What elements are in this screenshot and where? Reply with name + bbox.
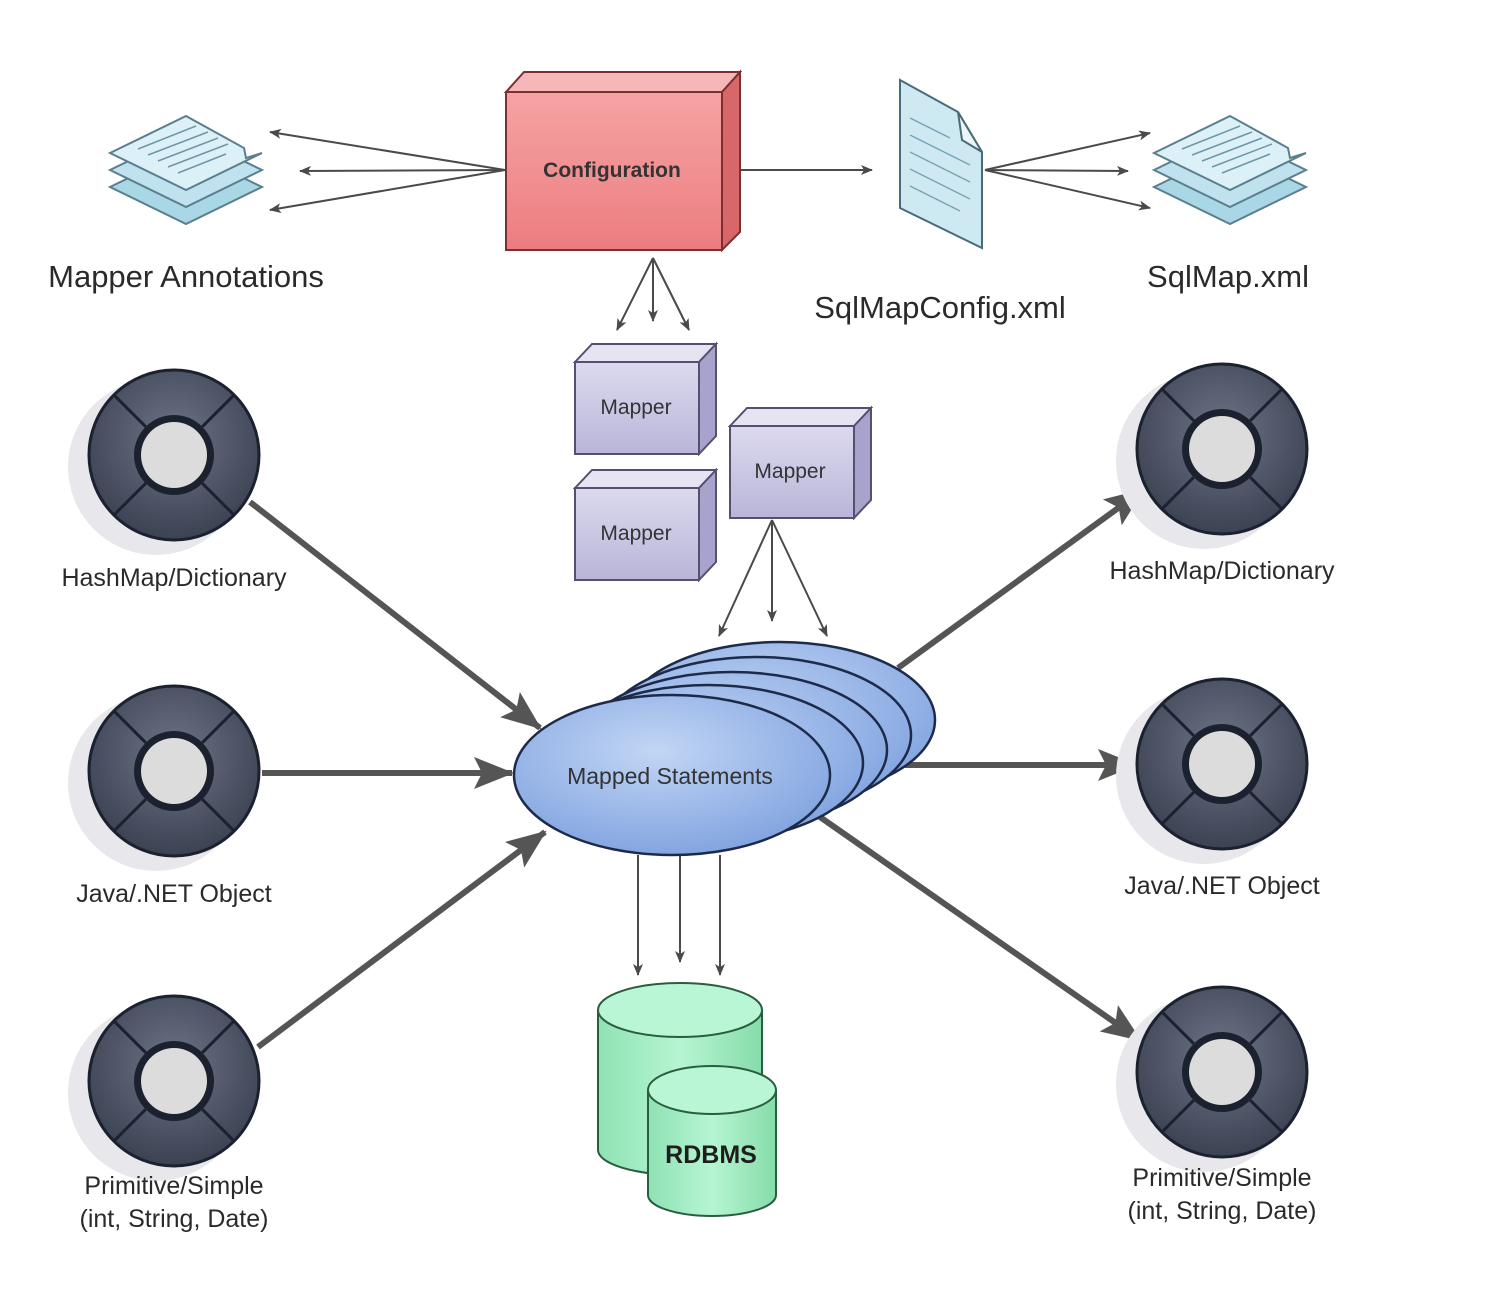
ring-with-center-disc-icon [1116, 362, 1309, 549]
ring-with-center-disc-icon [68, 684, 261, 871]
output-type-label: HashMap/Dictionary [1109, 557, 1335, 585]
document-stack-icon [1151, 114, 1309, 226]
output-arrow-hashmap [896, 487, 1145, 671]
input-type-label: HashMap/Dictionary [61, 564, 287, 592]
mapper-label: Mapper [600, 396, 671, 419]
output-arrow-primitive [818, 814, 1142, 1043]
sqlmapconfig-to-sqlmap-arrows [984, 130, 1151, 211]
mapper-annotations-label: Mapper Annotations [48, 259, 324, 294]
ring-with-center-disc-icon [68, 368, 261, 555]
input-arrow-hashmap [248, 499, 542, 731]
document-stack-icon [107, 114, 265, 226]
config-to-annotations-arrows [269, 128, 506, 214]
input-type-label: Primitive/Simple [84, 1172, 263, 1200]
database-cylinder-icon [597, 982, 777, 1217]
rdbms-label: RDBMS [665, 1141, 757, 1169]
mapper-to-statements-arrows [718, 519, 828, 637]
ring-with-center-disc-icon [1116, 985, 1309, 1172]
mapper-box [727, 405, 874, 521]
mapper-box [572, 341, 719, 457]
mapped-statements-label: Mapped Statements [567, 763, 773, 789]
sqlmapconfig-label: SqlMapConfig.xml [814, 290, 1066, 325]
mapped-statements-stack [512, 640, 937, 857]
sqlmap-label: SqlMap.xml [1147, 259, 1309, 294]
output-type-label: Primitive/Simple [1132, 1164, 1311, 1192]
input-arrow-primitive [256, 829, 547, 1050]
mapper-box [572, 467, 719, 583]
input-type-label: (int, String, Date) [80, 1205, 269, 1233]
mapper-label: Mapper [754, 460, 825, 483]
ring-with-center-disc-icon [68, 994, 261, 1181]
output-type-label: (int, String, Date) [1128, 1197, 1317, 1225]
input-arrows [248, 499, 547, 1050]
output-type-label: Java/.NET Object [1124, 872, 1320, 900]
statements-to-rdbms-arrows [633, 855, 725, 976]
configuration-box [503, 69, 743, 253]
output-arrows [818, 487, 1145, 1043]
document-icon [899, 78, 983, 250]
input-type-label: Java/.NET Object [76, 880, 272, 908]
ring-with-center-disc-icon [1116, 677, 1309, 864]
mapper-label: Mapper [600, 522, 671, 545]
configuration-label: Configuration [543, 159, 681, 182]
type-icons [68, 362, 1309, 1181]
config-to-mappers-arrows [616, 257, 690, 331]
